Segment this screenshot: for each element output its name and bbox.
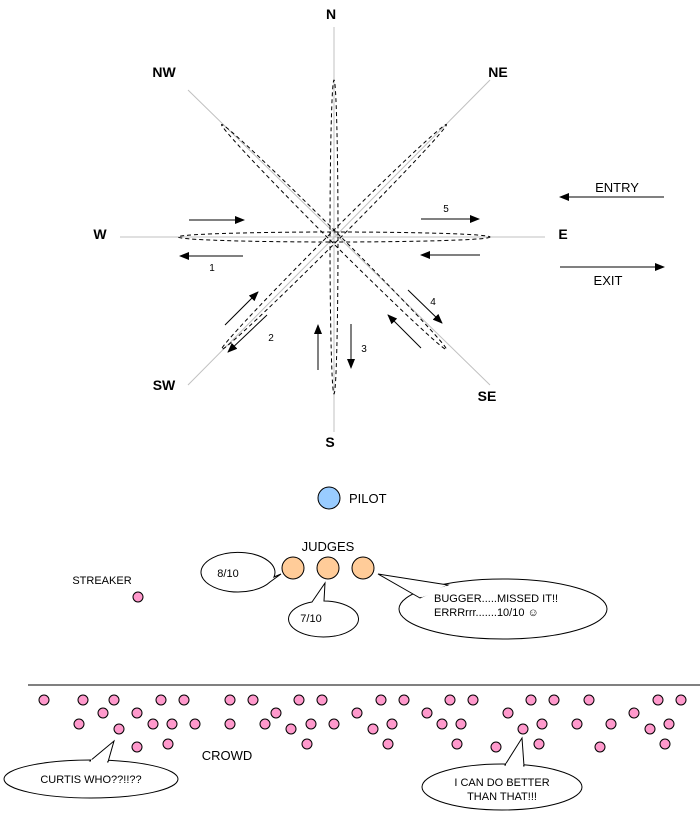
crowd-member xyxy=(444,694,456,706)
judge-marker xyxy=(351,556,375,580)
crowd-member xyxy=(644,723,656,735)
judges-label: JUDGES xyxy=(302,539,355,554)
crowd-member xyxy=(652,694,664,706)
crowd-member xyxy=(467,694,479,706)
crowd-member xyxy=(301,738,313,750)
step-number-4: 4 xyxy=(430,297,436,308)
crowd-member xyxy=(166,718,178,730)
crowd-member xyxy=(398,694,410,706)
crowd-member xyxy=(628,707,640,719)
crowd-member xyxy=(108,694,120,706)
crowd-member xyxy=(147,718,159,730)
crowd-member xyxy=(285,723,297,735)
crowd-label: CROWD xyxy=(202,748,253,763)
direction-label-se: SE xyxy=(478,388,497,404)
crowd-member xyxy=(293,694,305,706)
crowd-member xyxy=(77,694,89,706)
crowd-member xyxy=(270,707,282,719)
direction-label-w: W xyxy=(93,226,107,242)
crowd-member xyxy=(382,738,394,750)
judge-score-bubble-middle: 7/10 xyxy=(288,581,359,638)
maneuver-arrows xyxy=(179,193,665,370)
judge-comment-line-2: ERRRrrr.......10/10 ☺ xyxy=(434,607,539,619)
arrow-se-inbound xyxy=(387,314,422,349)
crowd-member xyxy=(247,694,259,706)
crowd-member xyxy=(259,718,271,730)
crowd-member xyxy=(451,738,463,750)
judge-score-bubble-left: 8/10 xyxy=(200,551,282,593)
direction-label-n: N xyxy=(326,6,336,22)
crowd-member xyxy=(113,723,125,735)
direction-label-sw: SW xyxy=(153,377,176,393)
crowd-member xyxy=(178,694,190,706)
crowd-member xyxy=(131,741,143,753)
crowd-member xyxy=(536,718,548,730)
crowd-member xyxy=(305,718,317,730)
entry-label: ENTRY xyxy=(595,180,639,195)
pilot-marker xyxy=(317,486,341,510)
crowd-member xyxy=(605,718,617,730)
step-number-2: 2 xyxy=(268,333,274,344)
judge-comment-bubble: BUGGER.....MISSED IT!! ERRRrrr.......10/… xyxy=(377,573,608,640)
crowd-speech-right-line-1: I CAN DO BETTER xyxy=(454,777,549,789)
crowd-member xyxy=(162,738,174,750)
judge-marker xyxy=(316,556,340,580)
crowd-speech-right: I CAN DO BETTER THAN THAT!!! xyxy=(421,736,583,811)
crowd-member xyxy=(351,707,363,719)
crowd-member xyxy=(675,694,687,706)
streaker-label: STREAKER xyxy=(72,575,131,587)
crowd-member xyxy=(571,718,583,730)
arrow-step-4 xyxy=(407,289,443,324)
judges-group xyxy=(281,556,375,580)
crowd-member xyxy=(533,738,545,750)
direction-label-e: E xyxy=(558,226,567,242)
judge-score-middle: 7/10 xyxy=(300,613,321,625)
crowd-member xyxy=(38,694,50,706)
judge-marker xyxy=(281,556,305,580)
judge-score-left: 8/10 xyxy=(217,568,238,580)
step-number-3: 3 xyxy=(361,344,367,355)
crowd-member xyxy=(594,741,606,753)
exit-label: EXIT xyxy=(594,273,623,288)
arrow-step-2 xyxy=(227,314,268,353)
crowd-member xyxy=(97,707,109,719)
crowd-member xyxy=(155,694,167,706)
crowd-member xyxy=(490,741,502,753)
crowd-member xyxy=(455,718,467,730)
crowd-member xyxy=(224,718,236,730)
crowd-member xyxy=(663,718,675,730)
crowd-member xyxy=(659,738,671,750)
crowd-member xyxy=(73,718,85,730)
crowd-member xyxy=(316,694,328,706)
crowd-member xyxy=(375,694,387,706)
crowd-speech-right-line-2: THAN THAT!!! xyxy=(467,791,537,803)
direction-label-s: S xyxy=(325,434,334,450)
step-number-5: 5 xyxy=(443,204,449,215)
direction-label-ne: NE xyxy=(488,64,507,80)
flight-path-loops xyxy=(177,79,491,395)
step-number-1: 1 xyxy=(209,263,215,274)
crowd-speech-left: CURTIS WHO??!!?? xyxy=(3,739,179,799)
pilot-label: PILOT xyxy=(349,491,387,506)
crowd-group xyxy=(38,694,687,753)
crowd-member xyxy=(421,707,433,719)
arrow-sw-up xyxy=(224,291,259,326)
crowd-speech-left-text: CURTIS WHO??!!?? xyxy=(40,774,141,786)
judge-comment-line-1: BUGGER.....MISSED IT!! xyxy=(434,593,558,605)
crowd-member xyxy=(386,718,398,730)
crowd-member xyxy=(131,707,143,719)
crowd-member xyxy=(502,707,514,719)
crowd-member xyxy=(367,723,379,735)
crowd-member xyxy=(436,718,448,730)
crowd-member xyxy=(583,694,595,706)
direction-label-nw: NW xyxy=(152,64,176,80)
crowd-member xyxy=(328,718,340,730)
crowd-member xyxy=(548,694,560,706)
crowd-member xyxy=(517,723,529,735)
crowd-member xyxy=(224,694,236,706)
crowd-member xyxy=(189,718,201,730)
streaker-marker xyxy=(132,591,144,603)
crowd-member xyxy=(525,694,537,706)
